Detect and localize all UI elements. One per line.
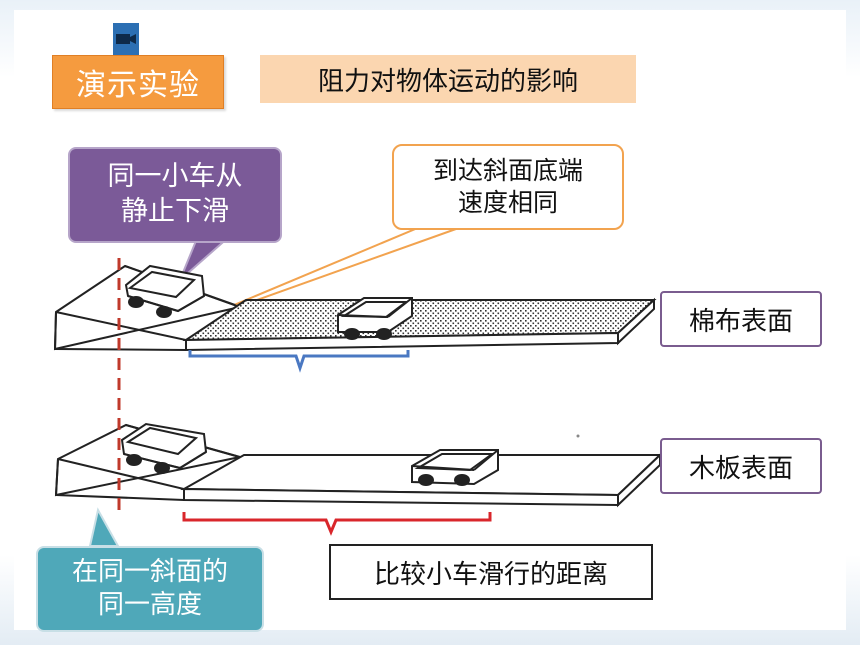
- same-speed-line2: 速度相同: [457, 188, 558, 217]
- page-title: 阻力对物体运动的影响: [260, 55, 636, 103]
- same-car-line2: 静止下滑: [121, 196, 229, 227]
- cart-bottom-slope: [120, 422, 208, 474]
- wood-surface-label: 木板表面: [660, 438, 822, 494]
- cotton-surface-label: 棉布表面: [660, 291, 822, 347]
- stray-dot: [576, 434, 580, 438]
- same-car-callout: 同一小车从 静止下滑: [68, 147, 282, 243]
- same-height-line1: 在同一斜面的: [71, 556, 228, 587]
- video-camera-icon[interactable]: [113, 23, 139, 55]
- cotton-track: [53, 264, 657, 352]
- same-height-callout-tail: [88, 507, 120, 547]
- same-speed-callout-pointer: [233, 221, 471, 307]
- demo-experiment-badge: 演示实验: [52, 55, 224, 109]
- wood-distance-brace: [182, 512, 492, 536]
- cart-on-wood: [411, 449, 499, 486]
- same-height-line2: 同一高度: [97, 590, 202, 620]
- cotton-distance-brace: [188, 350, 410, 373]
- same-car-line1: 同一小车从: [107, 161, 243, 193]
- same-height-callout: 在同一斜面的 同一高度: [36, 546, 264, 632]
- cart-top-slope: [124, 264, 206, 318]
- compare-distance-label: 比较小车滑行的距离: [329, 544, 653, 600]
- same-speed-callout: 到达斜面底端 速度相同: [392, 144, 624, 230]
- same-speed-line1: 到达斜面底端: [432, 156, 583, 185]
- cart-on-cotton: [337, 297, 413, 340]
